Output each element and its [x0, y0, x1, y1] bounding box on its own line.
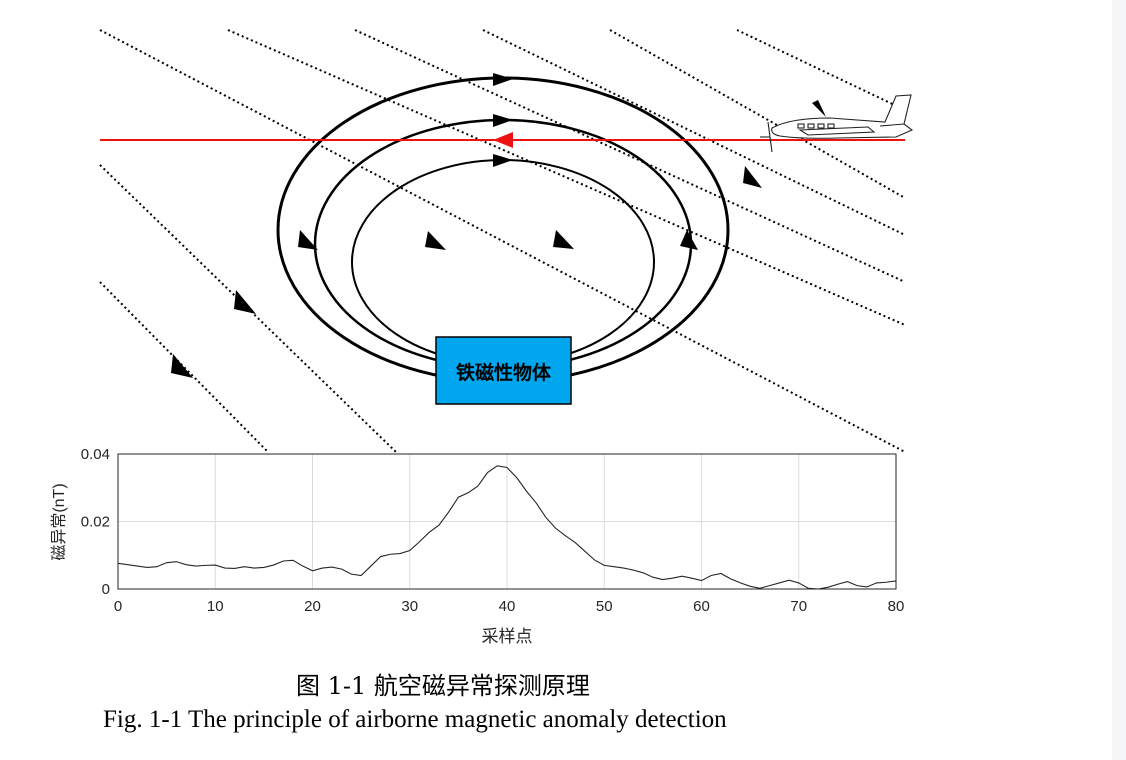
y-tick-label: 0.02 [81, 514, 110, 531]
field-line [736, 29, 906, 111]
series-line [117, 465, 897, 590]
caption-english: Fig. 1-1 The principle of airborne magne… [103, 706, 727, 733]
field-line [482, 29, 906, 236]
field-line [609, 29, 906, 199]
anomaly-field-loops [276, 73, 730, 384]
page-edge-strip [1112, 0, 1126, 760]
x-tick-labels: 0 10 20 30 40 50 60 70 80 [114, 598, 905, 615]
y-tick-labels: 0 0.02 0.04 [81, 446, 110, 598]
field-line [354, 29, 906, 283]
x-axis-label: 采样点 [482, 627, 533, 646]
field-line [227, 29, 906, 326]
arrowhead-icon [298, 230, 318, 250]
x-tick-label: 70 [790, 598, 807, 615]
x-tick-label: 20 [304, 598, 321, 615]
x-tick-label: 60 [693, 598, 710, 615]
field-line [99, 29, 906, 453]
x-tick-label: 40 [499, 598, 516, 615]
field-direction-arrows [171, 100, 826, 378]
arrowhead-icon [553, 230, 574, 249]
object-label: 铁磁性物体 [456, 361, 552, 384]
caption-chinese: 图 1-1 航空磁异常探测原理 [296, 672, 590, 700]
y-axis-label: 磁异常(nT) [50, 483, 68, 560]
x-tick-label: 80 [888, 598, 905, 615]
plot-frame [117, 453, 897, 590]
anomaly-chart: 0 10 20 30 40 50 60 70 80 0 0.02 0.04 采样点 磁异常(nT) [50, 446, 904, 646]
loop-arrow-icon [493, 73, 513, 86]
y-tick-label: 0.04 [81, 446, 110, 463]
loop-arrow-icon [493, 154, 513, 167]
loop-arrow-icon [493, 114, 513, 127]
x-tick-label: 30 [401, 598, 418, 615]
arrowhead-icon [234, 290, 256, 314]
aircraft-icon [760, 94, 914, 153]
arrowhead-icon [743, 166, 762, 188]
field-loop-inner [351, 159, 655, 365]
arrowhead-icon [425, 231, 446, 250]
flight-direction-arrow-icon [493, 132, 513, 148]
ferromagnetic-object: 铁磁性物体 [435, 336, 572, 405]
arrowhead-icon [812, 100, 826, 117]
y-tick-label: 0 [102, 581, 110, 598]
x-tick-label: 10 [207, 598, 224, 615]
arrowhead-icon [680, 230, 698, 250]
x-tick-label: 50 [596, 598, 613, 615]
x-tick-label: 0 [114, 598, 122, 615]
arrowhead-icon [171, 354, 193, 378]
